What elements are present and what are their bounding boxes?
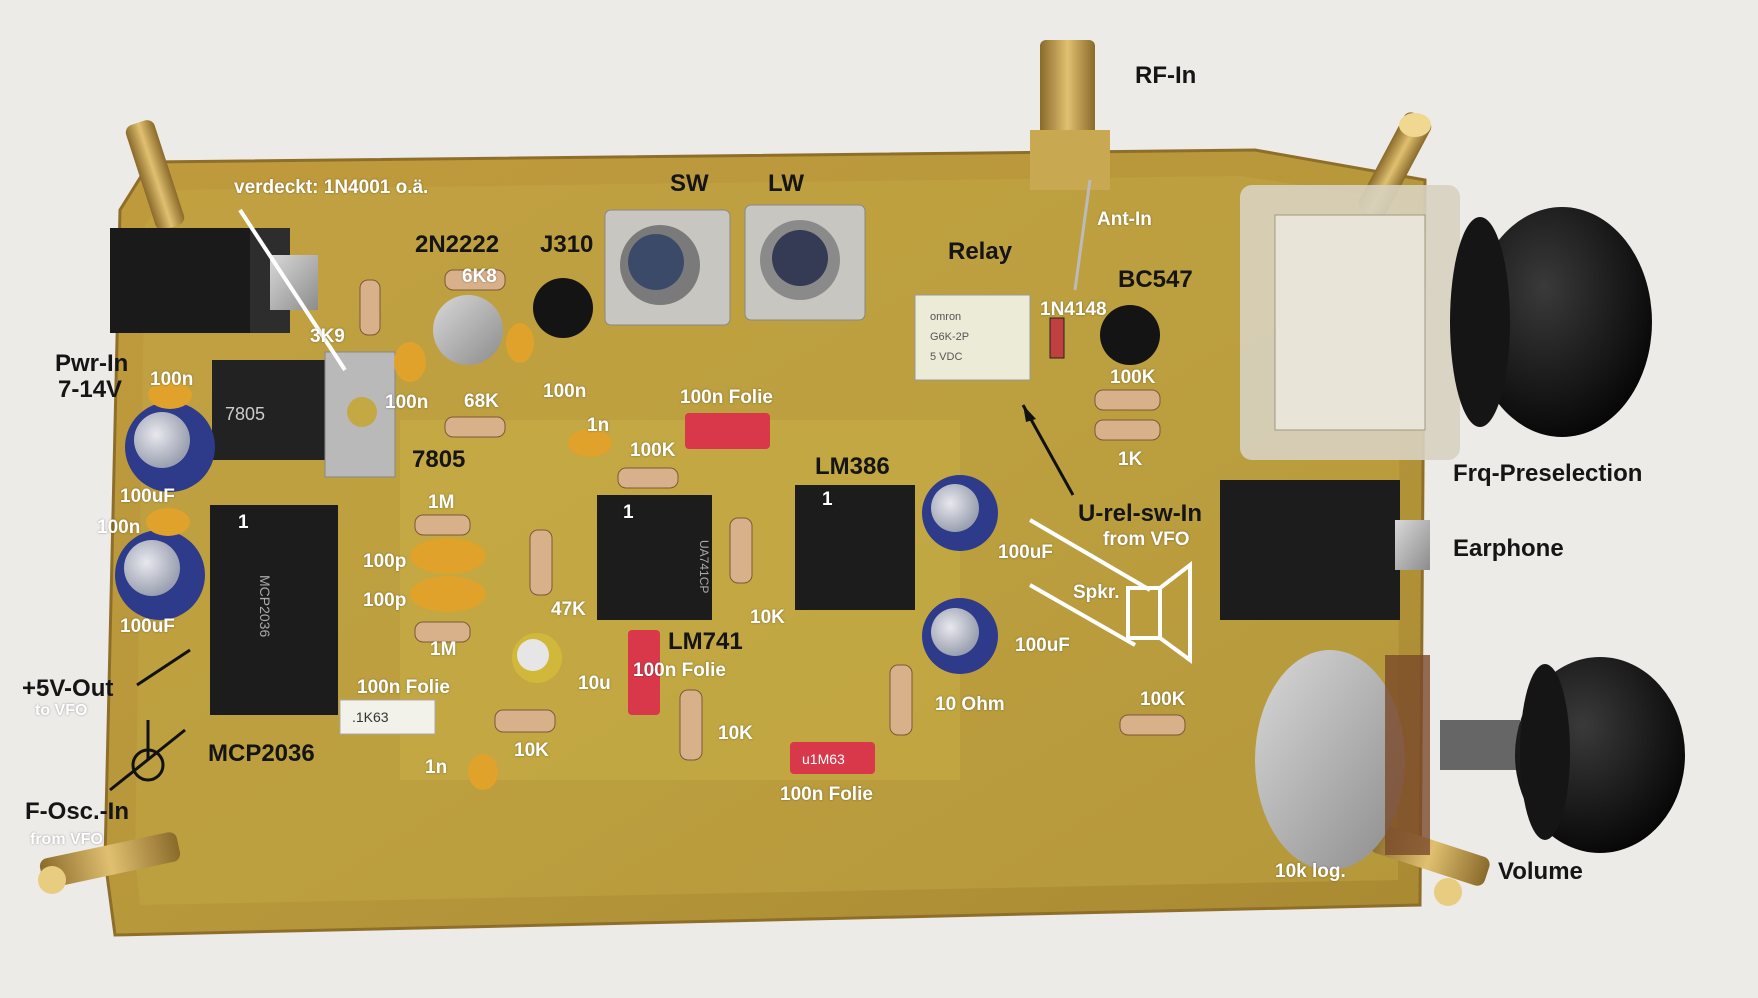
label-100n-reg: 100n <box>385 392 429 413</box>
dc-power-jack <box>110 228 318 333</box>
label-100k-top: 100K <box>1110 367 1156 388</box>
volume-potentiometer <box>1255 650 1520 870</box>
label-bc547: BC547 <box>1118 266 1193 293</box>
label-lm386: LM386 <box>815 453 890 480</box>
label-100n-folie-mid: 100n Folie <box>633 660 726 681</box>
label-100k-mid: 100K <box>630 440 676 461</box>
label-100k-vol: 100K <box>1140 689 1186 710</box>
label-1n4148: 1N4148 <box>1040 299 1107 320</box>
label-pwr-in-1: Pwr-In <box>55 350 129 377</box>
label-47k: 47K <box>551 599 586 620</box>
electrolytic-capacitors-middle <box>512 475 998 683</box>
label-spkr: Spkr. <box>1073 582 1120 603</box>
label-1n-mid: 1n <box>587 415 610 436</box>
diode-1n4148 <box>1049 317 1065 359</box>
label-from-vfo-1: from VFO <box>1103 529 1190 550</box>
svg-text:5 VDC: 5 VDC <box>930 351 962 363</box>
volume-knob <box>1515 657 1685 853</box>
label-100uf-left2: 100uF <box>120 616 175 637</box>
label-100n-left: 100n <box>97 517 141 538</box>
label-10k-a: 10K <box>750 607 785 628</box>
svg-text:G6K-2P: G6K-2P <box>930 331 969 343</box>
label-100p-1: 100p <box>363 551 407 572</box>
label-2n2222: 2N2222 <box>415 231 500 258</box>
label-100uf-left1: 100uF <box>120 486 175 507</box>
label-100n-pwr: 100n <box>150 369 194 390</box>
svg-text:.1K63: .1K63 <box>352 709 389 725</box>
regulator-7805: 7805 <box>212 351 396 478</box>
label-1n-low: 1n <box>425 757 448 778</box>
label-frq-preselection: Frq-Preselection <box>1453 460 1643 487</box>
label-100p-2: 100p <box>363 590 407 611</box>
label-10k-log: 10k log. <box>1275 861 1346 882</box>
label-10k-c: 10K <box>514 740 549 761</box>
annotation-lines <box>109 208 1152 792</box>
label-6k8: 6K8 <box>462 266 497 287</box>
earphone-jack <box>1220 480 1430 620</box>
label-1m-bottom: 1M <box>430 639 457 660</box>
pin1-mcp2036: 1 <box>238 512 249 533</box>
label-j310: J310 <box>540 231 594 258</box>
label-7805: 7805 <box>412 446 466 473</box>
label-3k9: 3K9 <box>310 326 345 347</box>
label-ant-in: Ant-In <box>1097 209 1152 230</box>
label-100n-folie-top: 100n Folie <box>680 387 773 408</box>
film-capacitors: u1M63 .1K63 <box>339 413 875 774</box>
label-lm741: LM741 <box>668 628 743 655</box>
label-68k: 68K <box>464 391 499 412</box>
svg-text:u1M63: u1M63 <box>802 751 845 767</box>
label-sw: SW <box>670 170 709 197</box>
coils-sw-lw <box>604 204 866 326</box>
label-10k-b: 10K <box>718 723 753 744</box>
svg-text:7805: 7805 <box>225 404 265 424</box>
variable-capacitor <box>1240 185 1460 460</box>
sma-connector <box>1030 40 1110 291</box>
ic-lm386 <box>795 485 915 610</box>
label-mcp2036: MCP2036 <box>208 740 315 767</box>
label-lw: LW <box>768 170 804 197</box>
label-100uf-lower: 100uF <box>1015 635 1070 656</box>
pin1-lm741: 1 <box>623 502 634 523</box>
label-100uf-lm386: 100uF <box>998 542 1053 563</box>
label-1m-top: 1M <box>428 492 455 513</box>
relay: omron G6K-2P 5 VDC <box>914 294 1031 381</box>
label-verdeckt: verdeckt: 1N4001 o.ä. <box>234 177 429 198</box>
svg-text:UA741CP: UA741CP <box>697 540 711 593</box>
pin1-lm386: 1 <box>822 489 833 510</box>
svg-text:MCP2036: MCP2036 <box>257 575 273 637</box>
label-100n-j310: 100n <box>543 381 587 402</box>
label-pwr-in-2: 7-14V <box>58 376 123 403</box>
label-relay: Relay <box>948 238 1013 265</box>
transistors <box>433 278 1160 365</box>
label-1k: 1K <box>1118 449 1143 470</box>
ic-mcp2036: MCP2036 <box>210 505 338 715</box>
label-10u: 10u <box>578 673 611 694</box>
label-from-vfo-2: from VFO <box>30 831 103 848</box>
label-100n-folie-left: 100n Folie <box>357 677 450 698</box>
label-10-ohm: 10 Ohm <box>935 694 1005 715</box>
label-u-rel-sw-in: U-rel-sw-In <box>1078 500 1203 527</box>
label-5v-out: +5V-Out <box>22 675 114 702</box>
ic-lm741: UA741CP <box>597 495 712 620</box>
label-volume: Volume <box>1498 858 1583 885</box>
label-earphone: Earphone <box>1453 535 1564 562</box>
svg-text:omron: omron <box>930 311 961 323</box>
label-f-osc-in: F-Osc.-In <box>25 798 130 825</box>
label-100n-folie-bottom: 100n Folie <box>780 784 873 805</box>
label-to-vfo: to VFO <box>35 702 88 719</box>
resistors <box>359 269 1186 761</box>
electrolytic-capacitors-left <box>115 402 215 620</box>
frequency-knob <box>1450 207 1652 437</box>
brass-standoffs <box>38 112 1490 906</box>
label-rf-in: RF-In <box>1135 62 1197 89</box>
ceramic-capacitors <box>146 323 612 790</box>
